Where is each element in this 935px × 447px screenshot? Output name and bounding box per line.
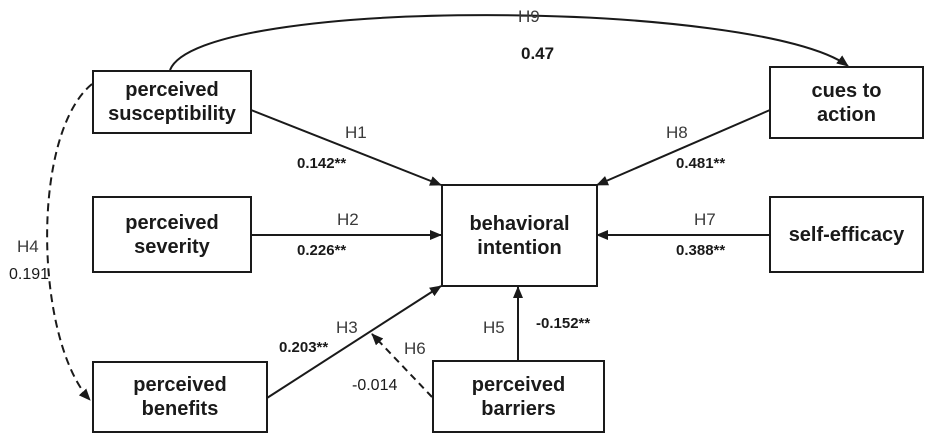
h3-hypothesis-label: H3: [336, 318, 358, 337]
h2-coefficient-label: 0.226**: [297, 242, 347, 259]
node-label-line-2: benefits: [141, 398, 219, 420]
h9-arrow: [169, 14, 849, 71]
h7-coefficient-label: 0.388**: [676, 242, 726, 259]
node-label-line-2: intention: [477, 236, 562, 259]
h6-coefficient-label: -0.014: [352, 377, 398, 394]
node-label-line-2: severity: [134, 235, 210, 258]
h9-hypothesis-label: H9: [518, 7, 540, 26]
h8-coefficient-label: 0.481**: [676, 155, 726, 172]
h1-coefficient-label: 0.142**: [297, 155, 347, 172]
node-label-line-1: perceived: [125, 79, 219, 101]
h8-arrow: [596, 109, 771, 186]
h7-hypothesis-label: H7: [694, 210, 716, 229]
h5-coefficient-label: -0.152**: [536, 315, 591, 332]
h6-hypothesis-label: H6: [404, 339, 426, 358]
node-label-line-1: behavioral: [469, 212, 570, 235]
h4-coefficient-label: 0.191: [9, 266, 50, 283]
node-label-line-2: action: [817, 103, 876, 126]
h2-hypothesis-label: H2: [337, 210, 359, 229]
node-label-line-1: self-efficacy: [788, 223, 905, 246]
h6-arrow: [371, 333, 433, 398]
h3-arrow: [266, 285, 442, 399]
node-label-line-1: cues to: [811, 79, 882, 102]
h5-hypothesis-label: H5: [483, 318, 505, 337]
node-label-line-1: perceived: [471, 373, 566, 396]
node-label-line-1: perceived: [125, 211, 219, 234]
h9-coefficient-label: 0.47: [521, 44, 555, 63]
h8-hypothesis-label: H8: [666, 123, 688, 142]
node-self-efficacy: self-efficacy: [769, 196, 924, 273]
h1-arrow: [250, 109, 442, 186]
node-label-line-1: perceived: [133, 374, 227, 396]
h1-hypothesis-label: H1: [345, 123, 367, 142]
node-label-line-2: barriers: [481, 397, 556, 420]
h4-hypothesis-label: H4: [17, 237, 39, 256]
node-label-line-2: susceptibility: [108, 103, 236, 125]
h4-arrow: [46, 83, 93, 401]
h3-coefficient-label: 0.203**: [279, 339, 329, 356]
